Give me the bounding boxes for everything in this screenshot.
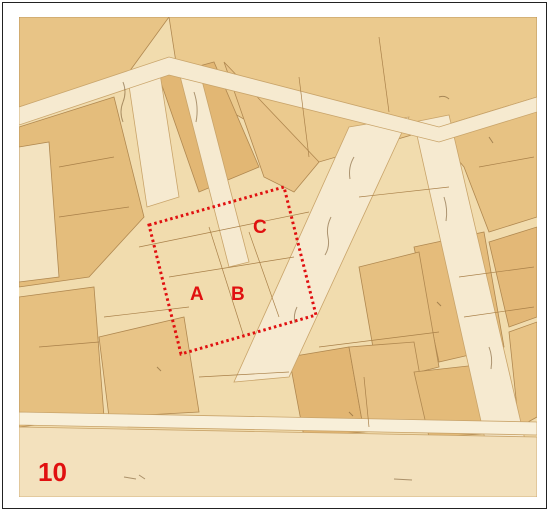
plot-label-c: C xyxy=(253,217,267,238)
map-drawing xyxy=(19,17,537,497)
historical-cadastral-map: A B C xyxy=(19,17,537,497)
highlight-outline xyxy=(147,185,318,356)
plot-label-a: A xyxy=(190,284,204,305)
streets xyxy=(19,56,537,497)
figure-frame: A B C 10 xyxy=(2,2,547,509)
parcel-lines xyxy=(38,36,535,428)
figure-number: 10 xyxy=(38,457,67,487)
map-annotations xyxy=(120,81,494,481)
plot-label-b: B xyxy=(231,284,245,305)
